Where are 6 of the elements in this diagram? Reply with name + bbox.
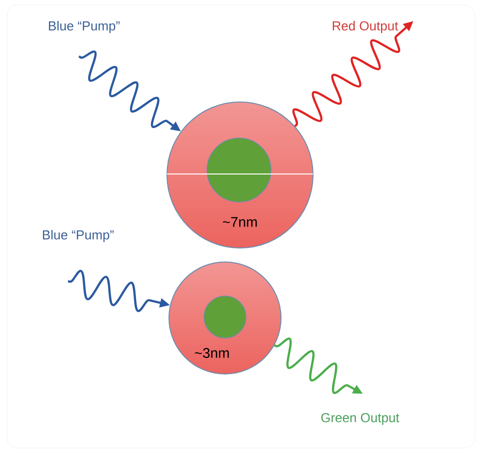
label-text: Red Output: [332, 20, 398, 34]
label-text: Green Output: [321, 413, 400, 425]
label-text: Blue “Pump”: [48, 20, 120, 34]
core-circle: [206, 138, 272, 202]
label-text: Blue “Pump”: [42, 230, 114, 242]
core-circle: [204, 296, 246, 338]
